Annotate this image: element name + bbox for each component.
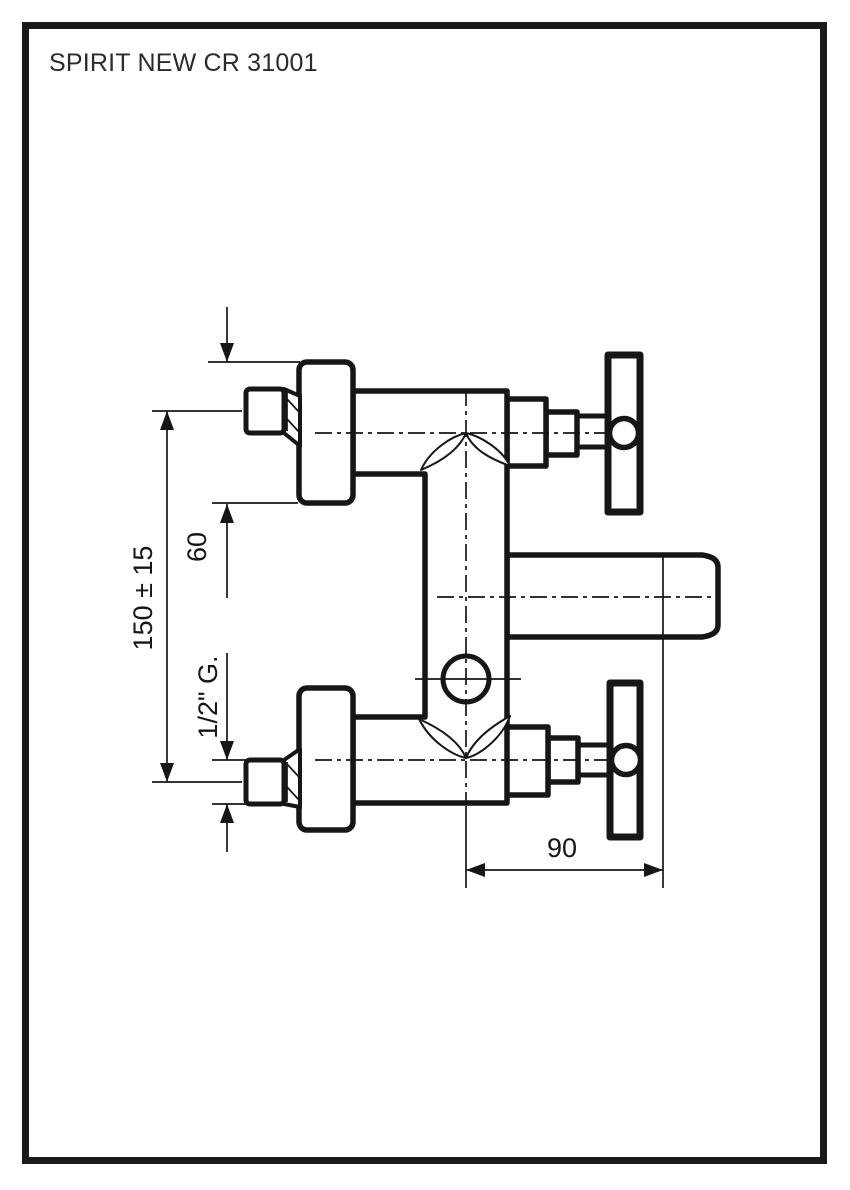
body-fillet-petals	[418, 432, 511, 759]
upper-handle-hub	[606, 415, 642, 451]
faucet-outline	[243, 351, 721, 841]
spout	[504, 552, 721, 640]
center-lines	[315, 389, 712, 803]
sheet-border	[22, 22, 827, 1164]
upper-union-nut	[243, 386, 287, 436]
lower-wall-flange	[296, 685, 356, 833]
lower-union-nut	[243, 757, 287, 807]
thread-dimension-label: 1/2" G.	[193, 655, 223, 738]
spout-dimension-label: 90	[547, 833, 577, 863]
page-title: SPIRIT NEW CR 31001	[49, 49, 318, 77]
lower-handle-hub	[608, 742, 644, 778]
dimension-labels: 150 ± 15 60 1/2" G. 90	[128, 532, 577, 863]
dimension-arrows	[160, 343, 663, 877]
centers-dimension-label: 150 ± 15	[128, 546, 158, 651]
flange-dimension-label: 60	[182, 532, 212, 562]
lower-valve-bonnet	[503, 724, 551, 798]
